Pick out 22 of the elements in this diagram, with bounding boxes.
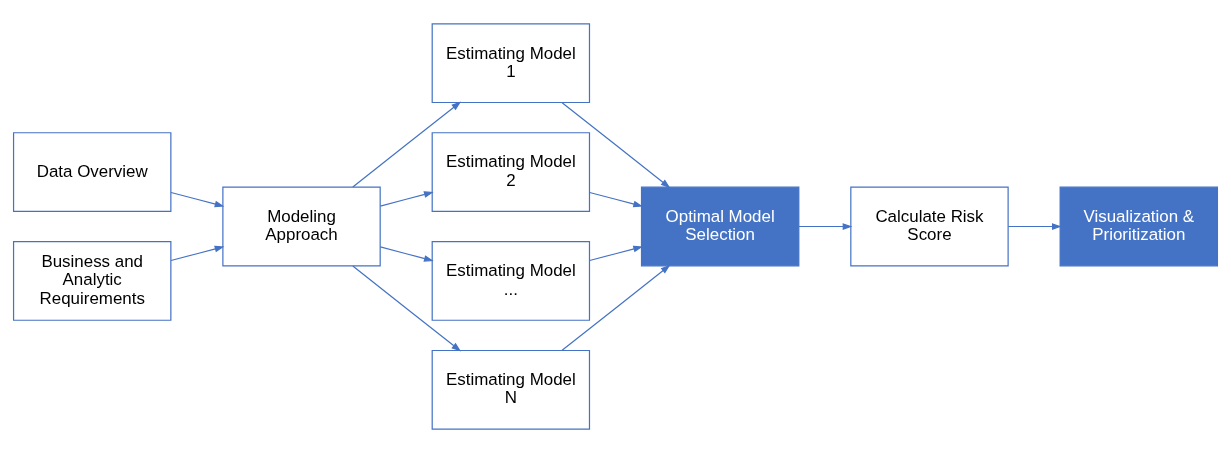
node-box: Estimating Model ...	[431, 240, 591, 321]
arrow	[379, 190, 434, 207]
node-box: Estimating Model 1	[431, 22, 591, 103]
node-box: Modeling Approach	[222, 186, 381, 266]
node-box: Optimal Model Selection	[640, 186, 800, 266]
node-box: Estimating Model N	[431, 349, 591, 430]
node-box: Data Overview	[12, 131, 172, 212]
arrow	[352, 264, 462, 351]
arrow	[1007, 222, 1062, 230]
arrow	[170, 245, 225, 261]
arrow	[170, 191, 225, 207]
arrow	[798, 222, 853, 230]
node-box: Calculate Risk Score	[850, 186, 1009, 266]
arrow	[379, 245, 434, 262]
arrow	[589, 245, 643, 261]
node-box: Estimating Model 2	[431, 131, 591, 212]
arrow	[561, 264, 671, 351]
node-box: Business and Analytic Requirements	[12, 240, 172, 321]
arrow	[561, 101, 671, 188]
arrow	[352, 101, 462, 188]
arrow	[589, 191, 643, 207]
node-box: Visualization & Prioritization	[1059, 186, 1219, 266]
